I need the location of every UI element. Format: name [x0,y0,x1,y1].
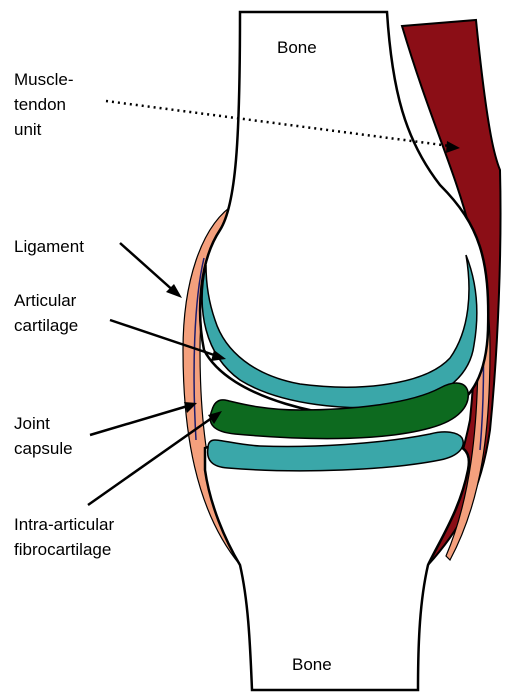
muscle-tendon-line-3: unit [14,120,42,139]
articular-cartilage-label: Articular cartilage [14,291,81,335]
joint-capsule-label: Joint capsule [14,414,73,458]
intra-articular-line-2: fibrocartilage [14,540,111,559]
ligament-label: Ligament [14,237,84,256]
bone-top-label: Bone [277,38,317,57]
articular-cartilage-line-2: cartilage [14,316,78,335]
ligament-arrow [120,243,176,293]
muscle-tendon-label: Muscle- tendon unit [14,70,78,139]
intra-articular-line-1: Intra-articular [14,515,114,534]
joint-capsule-arrow [90,405,191,435]
muscle-tendon-line-2: tendon [14,95,66,114]
bone-bottom [205,445,469,690]
articular-cartilage-line-1: Articular [14,291,77,310]
bone-bottom-label: Bone [292,655,332,674]
joint-capsule-line-1: Joint [14,414,50,433]
joint-capsule-line-2: capsule [14,439,73,458]
intra-articular-label: Intra-articular fibrocartilage [14,515,119,559]
muscle-tendon-line-1: Muscle- [14,70,74,89]
